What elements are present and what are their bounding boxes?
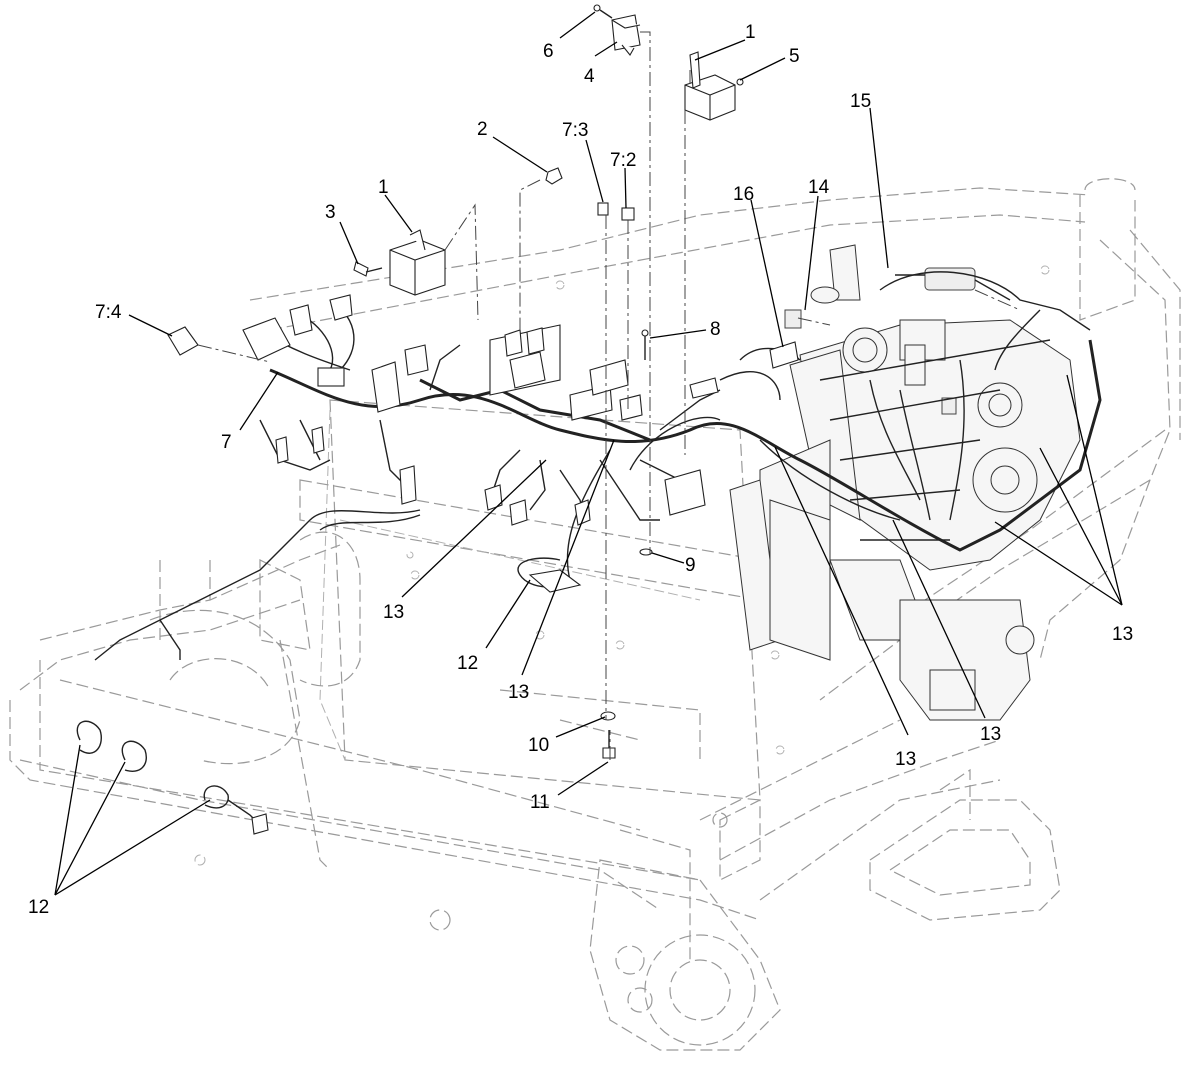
screw-3 bbox=[353, 261, 383, 277]
callout-2: 2 bbox=[477, 119, 488, 140]
callout-13-engine-lower: 13 bbox=[980, 724, 1001, 745]
callout-10: 10 bbox=[528, 735, 549, 756]
callout-1-right: 1 bbox=[745, 22, 756, 43]
explosion-axes bbox=[197, 31, 1021, 760]
chassis-frame-outline bbox=[9, 178, 1181, 1051]
callout-13-center: 13 bbox=[508, 682, 529, 703]
callout-13-center-left: 13 bbox=[383, 602, 404, 623]
callout-12-center: 12 bbox=[457, 653, 478, 674]
relay-left bbox=[389, 229, 446, 296]
connector-cap-7-4 bbox=[167, 326, 199, 356]
callout-4: 4 bbox=[584, 66, 595, 87]
callout-labels: 1 1 2 3 4 5 6 7 7:2 7:3 7:4 8 9 10 11 12… bbox=[28, 22, 1133, 918]
callout-3: 3 bbox=[325, 202, 336, 223]
callout-7-4: 7:4 bbox=[95, 302, 122, 323]
callout-6: 6 bbox=[543, 41, 554, 62]
callout-15: 15 bbox=[850, 91, 871, 112]
relay-top bbox=[593, 4, 641, 56]
electrical-parts bbox=[167, 4, 799, 835]
fuse-7-3 bbox=[597, 202, 609, 216]
washer-9 bbox=[639, 548, 653, 556]
callout-11: 11 bbox=[530, 792, 550, 813]
callout-12-left: 12 bbox=[28, 897, 49, 918]
washer-10 bbox=[600, 711, 616, 721]
relay-right bbox=[684, 51, 744, 121]
callout-14: 14 bbox=[808, 177, 830, 198]
leader-lines bbox=[54, 11, 1123, 896]
callout-7-3: 7:3 bbox=[562, 120, 588, 141]
nut-2 bbox=[545, 167, 563, 185]
callout-8: 8 bbox=[710, 319, 721, 340]
engine-assembly bbox=[729, 244, 1081, 721]
callout-13-lower: 13 bbox=[895, 749, 916, 770]
bolt-11 bbox=[602, 730, 616, 759]
callout-7-2: 7:2 bbox=[610, 150, 636, 171]
callout-9: 9 bbox=[685, 555, 696, 576]
callout-1-left: 1 bbox=[378, 177, 389, 198]
fuse-7-2 bbox=[621, 207, 635, 221]
callout-16: 16 bbox=[733, 184, 754, 205]
screw-8 bbox=[641, 329, 649, 360]
callout-5: 5 bbox=[789, 46, 800, 67]
callout-13-right: 13 bbox=[1112, 624, 1133, 645]
callout-7: 7 bbox=[221, 432, 232, 453]
